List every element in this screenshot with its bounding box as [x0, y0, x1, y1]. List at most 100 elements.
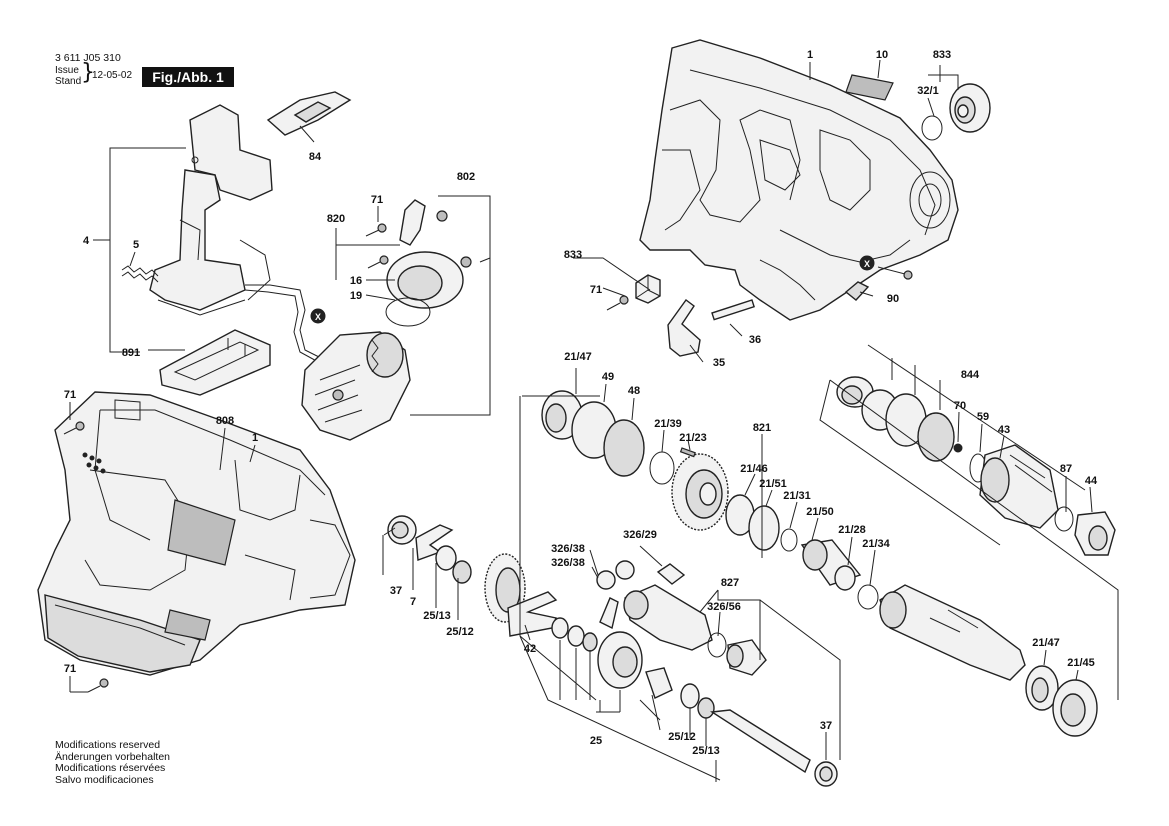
washer-326-38-a	[596, 570, 616, 590]
callout-87: 87	[1060, 463, 1072, 475]
needle-bearing-37-b	[814, 761, 838, 787]
ring-21-28	[857, 584, 879, 610]
callout-21-47-a: 21/47	[564, 351, 592, 363]
spindle-21-34	[879, 584, 1026, 681]
callout-808: 808	[216, 415, 234, 427]
washer-25-13-a	[435, 545, 457, 571]
washer-21-51	[748, 505, 780, 551]
ring-lower-c	[582, 632, 598, 652]
piston-827	[623, 584, 713, 651]
ring-326-56	[707, 632, 727, 658]
callout-1-top: 1	[807, 49, 813, 61]
brush-plate-820	[385, 199, 472, 327]
issue-label: Issue	[55, 65, 79, 76]
screw-71-b	[367, 255, 389, 269]
callout-21-31: 21/31	[783, 490, 811, 502]
callout-19: 19	[350, 290, 362, 302]
o-ring-32-1	[921, 115, 943, 141]
cap-44	[1074, 511, 1116, 556]
striker	[726, 639, 767, 676]
washer-326-38-b	[615, 560, 635, 580]
callout-labels: 1 10 833 32/1 84 802 71 820 4 5 16 19 83…	[64, 49, 1098, 757]
callout-802: 802	[457, 171, 475, 183]
spring-5	[121, 265, 159, 283]
bearing-21-47-b	[1025, 665, 1059, 711]
washer-25-12-a	[452, 560, 472, 584]
callout-833-top: 833	[933, 49, 951, 61]
callout-37-a: 37	[390, 585, 402, 597]
callout-43: 43	[998, 424, 1010, 436]
callout-70: 70	[954, 400, 966, 412]
ring-lower-a	[551, 617, 569, 639]
gear-821	[671, 453, 729, 531]
callout-71-d: 71	[64, 663, 76, 675]
ring-21-31	[780, 528, 798, 552]
callout-5: 5	[133, 239, 139, 251]
chuck-844	[836, 376, 987, 483]
callout-891: 891	[122, 347, 140, 359]
callout-326-38-b: 326/38	[551, 557, 585, 569]
housing-assembled-bottom	[37, 391, 356, 676]
sleeve-43	[979, 444, 1059, 529]
wire-harness	[244, 284, 326, 365]
issue-date: 12-05-02	[92, 70, 133, 81]
callout-16: 16	[350, 275, 362, 287]
callout-21-46: 21/46	[740, 463, 768, 475]
x-marker-right-label: X	[864, 259, 870, 269]
callout-827: 827	[721, 577, 739, 589]
callout-326-29: 326/29	[623, 529, 657, 541]
brace-glyph: }	[81, 60, 95, 85]
callout-71-b: 71	[590, 284, 602, 296]
ring-lower-b	[567, 625, 585, 647]
callout-44: 44	[1085, 475, 1098, 487]
callout-71-c: 71	[64, 389, 76, 401]
callout-25-13-b: 25/13	[692, 745, 720, 757]
x-marker-left-label: X	[315, 312, 321, 322]
callout-21-50: 21/50	[806, 506, 834, 518]
note-fr: Modifications réservées	[55, 762, 166, 774]
screw-near-x-right	[877, 266, 913, 280]
cap-833-top	[949, 83, 991, 133]
callout-84: 84	[309, 151, 322, 163]
callout-25-12-b: 25/12	[668, 731, 696, 743]
callout-1-bottom: 1	[252, 432, 258, 444]
callout-42: 42	[524, 643, 536, 655]
callout-820: 820	[327, 213, 345, 225]
sleeve-21-50	[800, 539, 862, 591]
callout-21-45: 21/45	[1067, 657, 1095, 669]
motor-802	[301, 331, 411, 441]
ring-21-39	[649, 451, 675, 485]
doc-number: 3 611 J05 310	[55, 52, 121, 64]
ring-87	[1054, 506, 1074, 532]
callout-21-28: 21/28	[838, 524, 866, 536]
callout-25: 25	[590, 735, 602, 747]
callout-7: 7	[410, 596, 416, 608]
callout-21-34: 21/34	[862, 538, 890, 550]
note-de: Änderungen vorbehalten	[55, 750, 171, 763]
callout-326-56: 326/56	[707, 601, 741, 613]
switch-assembly-4	[149, 104, 273, 316]
callout-10: 10	[876, 49, 888, 61]
seal-21-45	[1052, 679, 1098, 737]
callout-21-51: 21/51	[759, 478, 787, 490]
callout-21-39: 21/39	[654, 418, 682, 430]
plate-48	[603, 419, 645, 477]
pin-36	[711, 299, 755, 321]
figure-label: Fig./Abb. 1	[142, 67, 234, 87]
note-en: Modifications reserved	[55, 739, 161, 751]
callout-59: 59	[977, 411, 989, 423]
callout-37-b: 37	[820, 720, 832, 732]
screw-71-mid	[606, 295, 629, 311]
spring-plate-7	[415, 524, 454, 561]
modification-notes: Modifications reserved Änderungen vorbeh…	[55, 739, 171, 786]
callout-821: 821	[753, 422, 771, 434]
callout-36: 36	[749, 334, 761, 346]
callout-90: 90	[887, 293, 899, 305]
callout-21-23: 21/23	[679, 432, 707, 444]
intermediate-shaft	[645, 667, 811, 774]
wobble-bearing	[597, 597, 643, 689]
rating-plate-10	[845, 74, 894, 101]
callout-833-mid: 833	[564, 249, 582, 261]
clip-90	[844, 281, 870, 301]
